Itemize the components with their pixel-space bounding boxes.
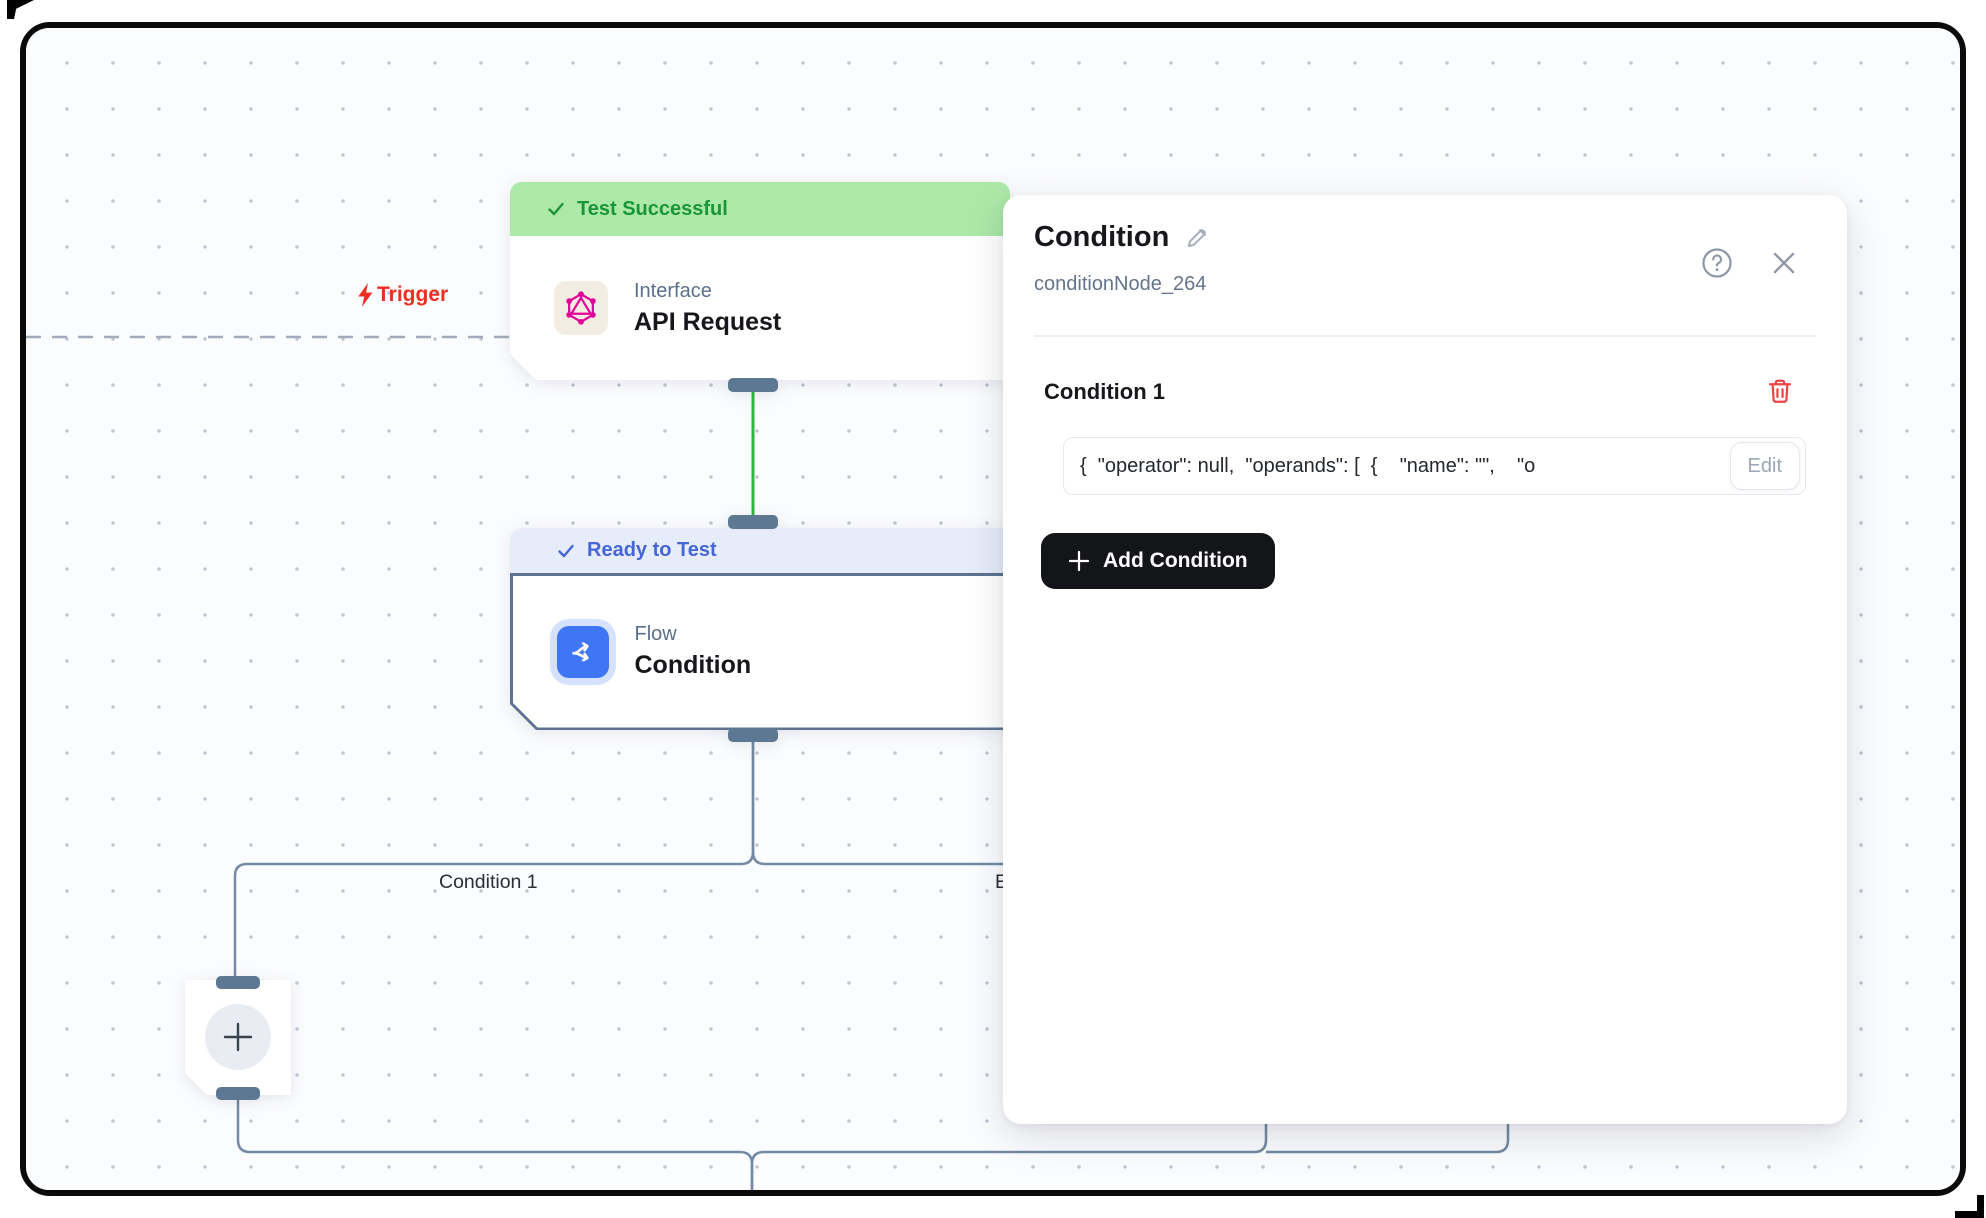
output-handle[interactable]	[728, 378, 778, 392]
node-title: API Request	[634, 307, 782, 336]
canvas-frame: Trigger Test Successful	[20, 22, 1966, 1196]
node-condition[interactable]: Ready to Test Flow	[510, 515, 1010, 742]
edit-pencil-icon[interactable]	[1184, 225, 1210, 251]
add-step-card[interactable]	[185, 980, 291, 1095]
node-status-text: Test Successful	[577, 197, 728, 220]
node-category: Flow	[634, 623, 677, 645]
graphql-icon	[554, 281, 608, 335]
node-category: Interface	[634, 279, 712, 302]
panel-header: Condition	[1034, 221, 1210, 254]
add-condition-label: Add Condition	[1103, 549, 1248, 572]
flow-canvas[interactable]: Trigger Test Successful	[26, 28, 1960, 1190]
delete-condition-trash-icon[interactable]	[1766, 377, 1794, 405]
lightning-bolt-icon	[358, 283, 373, 307]
edge-merge-left	[236, 1098, 754, 1190]
edge-branch-else	[751, 742, 1516, 866]
panel-title: Condition	[1034, 221, 1170, 253]
node-text-block: Interface API Request	[634, 280, 781, 337]
crop-corner-top-left	[7, 0, 34, 19]
panel-divider	[1034, 335, 1816, 337]
node-status-banner: Test Successful	[510, 182, 1010, 236]
plus-icon[interactable]	[205, 1004, 271, 1070]
input-handle[interactable]	[216, 976, 260, 989]
trigger-label-text: Trigger	[377, 283, 449, 306]
edge-merge-right	[750, 1124, 1268, 1190]
flow-edges	[26, 335, 1516, 1190]
node-body: Flow Condition	[513, 576, 1008, 728]
node-add-step[interactable]	[185, 976, 291, 1100]
node-status-banner: Ready to Test	[510, 528, 1010, 573]
add-condition-button[interactable]: Add Condition	[1041, 533, 1275, 589]
node-text-block: Flow Condition	[635, 623, 752, 680]
panel-node-id: conditionNode_264	[1034, 273, 1207, 295]
edit-expression-button[interactable]: Edit	[1729, 442, 1800, 490]
node-title: Condition	[634, 651, 752, 679]
node-selected-border: Flow Condition	[510, 573, 1010, 730]
crop-corner-bottom-right	[1977, 1195, 1984, 1218]
output-handle[interactable]	[728, 728, 778, 742]
edge-merge-rail-right	[1266, 1124, 1510, 1154]
branch-flow-icon	[557, 626, 609, 678]
check-icon	[558, 544, 574, 557]
close-icon[interactable]	[1767, 246, 1801, 280]
crop-corner-bottom-right-bar	[1955, 1211, 1984, 1218]
node-status-text: Ready to Test	[587, 539, 717, 561]
condition-section-heading: Condition 1	[1044, 379, 1165, 404]
node-body: Interface API Request	[510, 236, 1010, 380]
plus-icon	[1068, 550, 1090, 572]
node-api-request[interactable]: Test Successful	[510, 182, 1010, 392]
input-handle[interactable]	[728, 515, 778, 529]
condition-expression-row[interactable]: { "operator": null, "operands": [ { "nam…	[1063, 437, 1806, 495]
check-icon	[548, 202, 564, 216]
output-handle[interactable]	[216, 1087, 260, 1100]
help-icon[interactable]	[1700, 246, 1734, 280]
trigger-label: Trigger	[356, 283, 448, 307]
edge-branch-condition1	[233, 742, 755, 978]
condition-expression-text: { "operator": null, "operands": [ { "nam…	[1080, 454, 1536, 477]
condition-panel: Condition conditionNode_264	[1003, 195, 1847, 1124]
branch-label-condition1: Condition 1	[439, 871, 538, 893]
